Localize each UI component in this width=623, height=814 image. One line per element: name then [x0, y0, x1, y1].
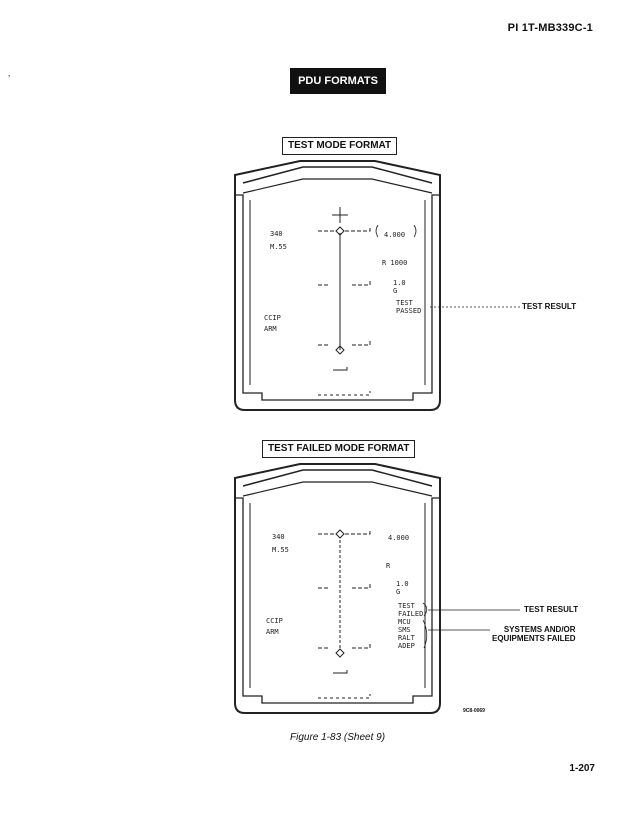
mach-readout: M.55	[270, 243, 287, 251]
g-value-readout: 1.0	[396, 580, 409, 588]
slant-range-readout: R	[386, 562, 391, 570]
quote-mark-icon: ’	[8, 74, 11, 85]
test-status-line2: PASSED	[396, 307, 421, 315]
altitude-readout: 340	[272, 533, 285, 541]
callout-test-result: TEST RESULT	[522, 302, 577, 311]
test-status-line1: TEST	[398, 602, 416, 610]
callout-test-result-failed: TEST RESULT	[524, 605, 579, 614]
g-label: G	[396, 588, 400, 596]
pdu-display-test-failed-mode: 340 M.55 CCIP ARM 4.000 R 1.0 G TEST FAI…	[234, 463, 520, 714]
figure-caption: Figure 1-83 (Sheet 9)	[290, 732, 386, 743]
failed-item-ralt: RALT	[398, 634, 416, 642]
range-readout: 4.000	[384, 231, 405, 239]
page-number: 1-207	[569, 763, 595, 774]
test-status-line1: TEST	[396, 299, 414, 307]
weapon-mode-readout: CCIP	[266, 617, 283, 625]
document-id: PI 1T-MB339C-1	[507, 22, 593, 34]
section-title: PDU FORMATS	[290, 68, 386, 94]
pdu-display-test-mode: 340 M.55 CCIP ARM 4.000 R 1000 1.0 G TES…	[234, 160, 520, 411]
figure-code: 9C8-0069	[463, 708, 485, 714]
callout-systems-failed: SYSTEMS AND/OR EQUIPMENTS FAILED	[492, 625, 576, 643]
weapon-mode-readout: CCIP	[264, 314, 281, 322]
failed-item-mcu: MCU	[398, 618, 411, 626]
failed-item-sms: SMS	[398, 626, 411, 634]
callout-systems-failed-text: SYSTEMS AND/OR EQUIPMENTS FAILED	[492, 625, 576, 643]
g-value-readout: 1.0	[393, 279, 406, 287]
altitude-readout: 340	[270, 230, 283, 238]
g-label: G	[393, 287, 397, 295]
slant-range-readout: R 1000	[382, 259, 407, 267]
mach-readout: M.55	[272, 546, 289, 554]
format-label-test-failed-mode: TEST FAILED MODE FORMAT	[262, 440, 416, 458]
test-status-line2: FAILED	[398, 610, 423, 618]
range-readout: 4.000	[388, 534, 409, 542]
failed-item-adep: ADEP	[398, 642, 415, 650]
arm-status-readout: ARM	[264, 325, 277, 333]
arm-status-readout: ARM	[266, 628, 279, 636]
format-label-test-mode: TEST MODE FORMAT	[282, 137, 398, 155]
